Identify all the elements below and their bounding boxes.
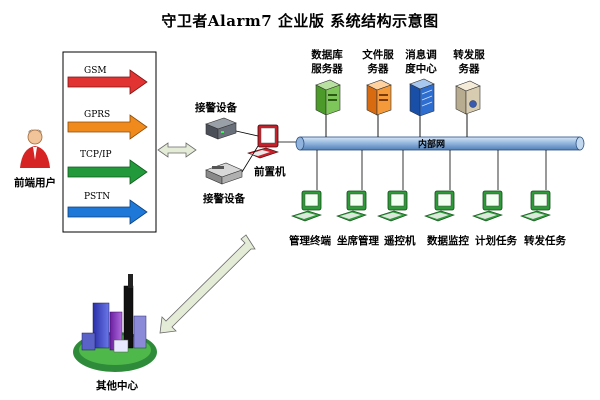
server-label-file: 文件服 务器 — [358, 48, 398, 76]
terminal-monitor-icon — [472, 190, 503, 222]
server-label-forward: 转发服 务器 — [449, 48, 489, 76]
terminal-connectors — [316, 150, 547, 190]
receiver-label-top: 接警设备 — [195, 102, 237, 114]
protocol-label-pstn: PSTN — [84, 192, 111, 202]
database-server-icon — [315, 79, 341, 116]
forwarding-server-icon — [455, 80, 481, 115]
terminal-label-plan: 计划任务 — [475, 235, 517, 247]
network-label: 内部网 — [418, 140, 446, 150]
tcpip-arrow — [67, 159, 148, 185]
server-label-line: 服务器 — [311, 63, 343, 75]
terminal-monitor-icon — [377, 190, 408, 222]
server-label-line: 文件服 — [362, 49, 394, 61]
server-label-line: 务器 — [458, 63, 480, 75]
network-bus — [295, 136, 585, 151]
connector-line — [241, 145, 259, 173]
server-label-line: 转发服 — [453, 49, 485, 61]
modem-icon — [205, 162, 243, 185]
terminal-label-remote: 遥控机 — [384, 235, 416, 247]
long-double-arrow-icon — [159, 234, 256, 334]
terminal-monitor-icon — [336, 190, 367, 222]
protocol-label-gsm: GSM — [84, 66, 107, 76]
city-icon — [73, 274, 157, 372]
protocol-label-tcpip: TCP/IP — [80, 150, 112, 160]
gsm-arrow — [67, 69, 148, 95]
server-label-database: 数据库 服务器 — [307, 48, 347, 76]
page-title: 守卫者Alarm7 企业版 系统结构示意图 — [161, 12, 439, 30]
server-label-line: 度中心 — [405, 63, 437, 75]
gprs-arrow — [67, 114, 148, 140]
person-icon — [20, 129, 50, 168]
terminal-monitor-icon — [520, 190, 551, 222]
double-arrow-icon — [157, 142, 197, 158]
terminal-label-monitor: 数据监控 — [427, 235, 469, 247]
front-machine-label: 前置机 — [254, 166, 286, 178]
front-machine-icon — [247, 124, 279, 159]
file-server-icon — [366, 79, 392, 116]
terminal-monitor-icon — [424, 190, 455, 222]
server-label-line: 务器 — [367, 63, 389, 75]
receiver-label-bottom: 接警设备 — [203, 193, 245, 205]
other-center-label: 其他中心 — [96, 380, 138, 392]
message-center-icon — [409, 78, 435, 117]
protocol-label-gprs: GPRS — [84, 110, 111, 120]
terminal-label-management: 管理终端 — [289, 235, 331, 247]
terminal-label-seat: 坐席管理 — [337, 235, 379, 247]
terminal-monitor-icon — [291, 190, 322, 222]
server-label-line: 数据库 — [311, 49, 343, 61]
connector-line — [235, 130, 259, 137]
pstn-arrow — [67, 199, 148, 225]
server-label-message: 消息调 度中心 — [401, 48, 441, 76]
frontend-user-label: 前端用户 — [14, 177, 56, 189]
receiver-device-icon — [205, 117, 237, 140]
server-label-line: 消息调 — [405, 49, 437, 61]
terminal-label-forward: 转发任务 — [524, 235, 566, 247]
